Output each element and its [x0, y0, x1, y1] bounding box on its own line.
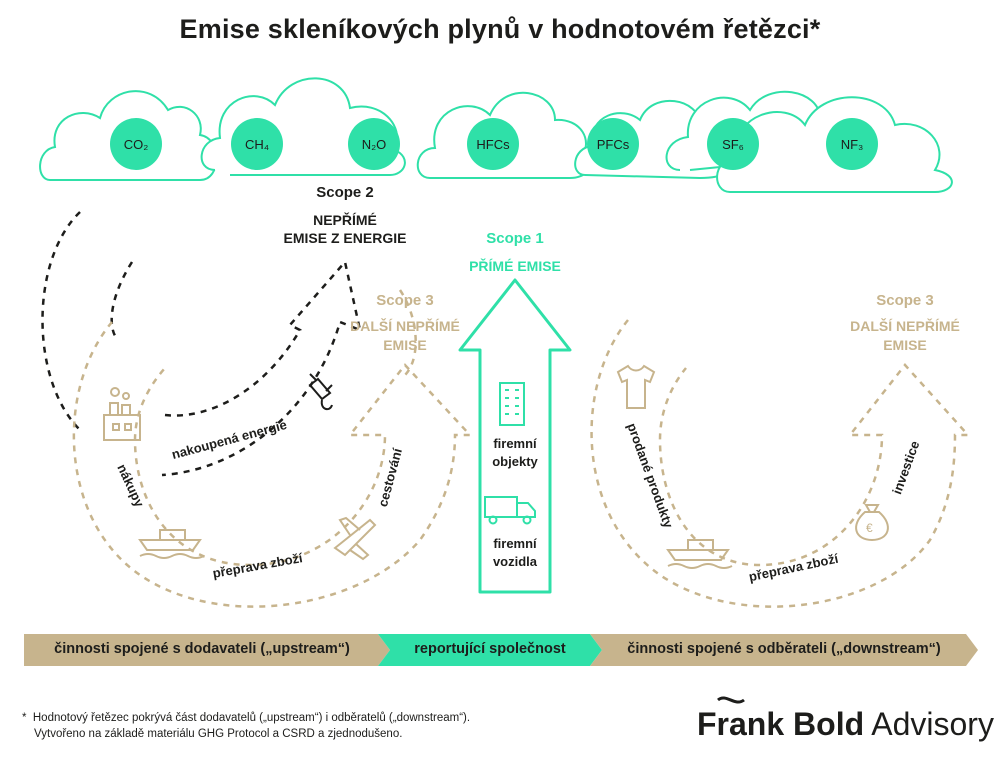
logo-bold: Frank Bold: [697, 706, 865, 742]
gas-co2-badge: CO₂: [110, 118, 162, 170]
footnote: * Hodnotový řetězec pokrývá část dodavat…: [22, 711, 470, 742]
scope3-right-line1: DALŠÍ NEPŘÍMÉ: [850, 318, 960, 334]
bar-downstream-label: činnosti spojené s odběrateli („downstre…: [627, 641, 941, 657]
plug-icon: [308, 373, 333, 411]
downstream-bar: [590, 634, 978, 666]
footnote-line1: Hodnotový řetězec pokrývá část dodavatel…: [32, 712, 471, 724]
label-firemni-objekty-1: firemní: [493, 436, 537, 451]
scope3-left-line1: DALŠÍ NEPŘÍMÉ: [350, 318, 460, 334]
scope2-arrow: [41, 211, 362, 477]
gas-ch4-badge: CH₄: [231, 118, 283, 170]
gas-nf3-badge: NF₃: [826, 118, 878, 170]
label-firemni-objekty-2: objekty: [492, 454, 538, 469]
scope3-left-line2: EMISE: [383, 337, 427, 353]
ship-icon: [666, 539, 733, 569]
scope3-right-line2: EMISE: [883, 337, 927, 353]
factory-icon: [103, 387, 141, 441]
bar-reporting-label: reportující společnost: [414, 641, 566, 657]
upstream-bar: [24, 634, 390, 666]
scope1-line1: PŘÍMÉ EMISE: [469, 258, 561, 274]
logo-icon: [717, 696, 745, 704]
page-title: Emise skleníkových plynů v hodnotovém ře…: [179, 14, 821, 44]
tshirt-icon: [616, 364, 656, 409]
bar-upstream-label: činnosti spojené s dodavateli („upstream…: [54, 641, 350, 657]
scope2-heading: Scope 2: [316, 184, 374, 201]
scope1-heading: Scope 1: [486, 230, 544, 247]
footnote-marker: *: [22, 712, 27, 724]
gas-hfcs-badge: HFCs: [467, 118, 519, 170]
gas-pfcs-badge: PFCs: [587, 118, 639, 170]
label-firemni-vozidla-1: firemní: [493, 536, 537, 551]
brand-logo: Frank Bold Advisory: [697, 706, 994, 743]
scope2-line2: EMISE Z ENERGIE: [283, 230, 407, 246]
plane-icon: [333, 516, 377, 561]
scope1-arrow: [458, 278, 572, 594]
reporting-bar: [378, 634, 602, 666]
building-icon: [499, 382, 525, 426]
money-bag-icon: €: [855, 504, 889, 542]
scope3-left-arrow: [72, 289, 473, 608]
footnote-line2: Vytvořeno na základě materiálu GHG Proto…: [34, 727, 403, 740]
label-firemni-vozidla-2: vozidla: [492, 554, 538, 569]
gas-sf6-badge: SF₆: [707, 118, 759, 170]
scope3-right-heading: Scope 3: [876, 292, 934, 309]
ship-icon: [138, 529, 205, 559]
scope2-line1: NEPŘÍMÉ: [313, 212, 377, 228]
gas-n2o-badge: N₂O: [348, 118, 400, 170]
scope3-left-heading: Scope 3: [376, 292, 434, 309]
svg-text:€: €: [866, 521, 873, 535]
logo-light: Advisory: [871, 706, 994, 742]
scope3-right-arrow: [590, 319, 971, 608]
truck-icon: [484, 496, 536, 525]
